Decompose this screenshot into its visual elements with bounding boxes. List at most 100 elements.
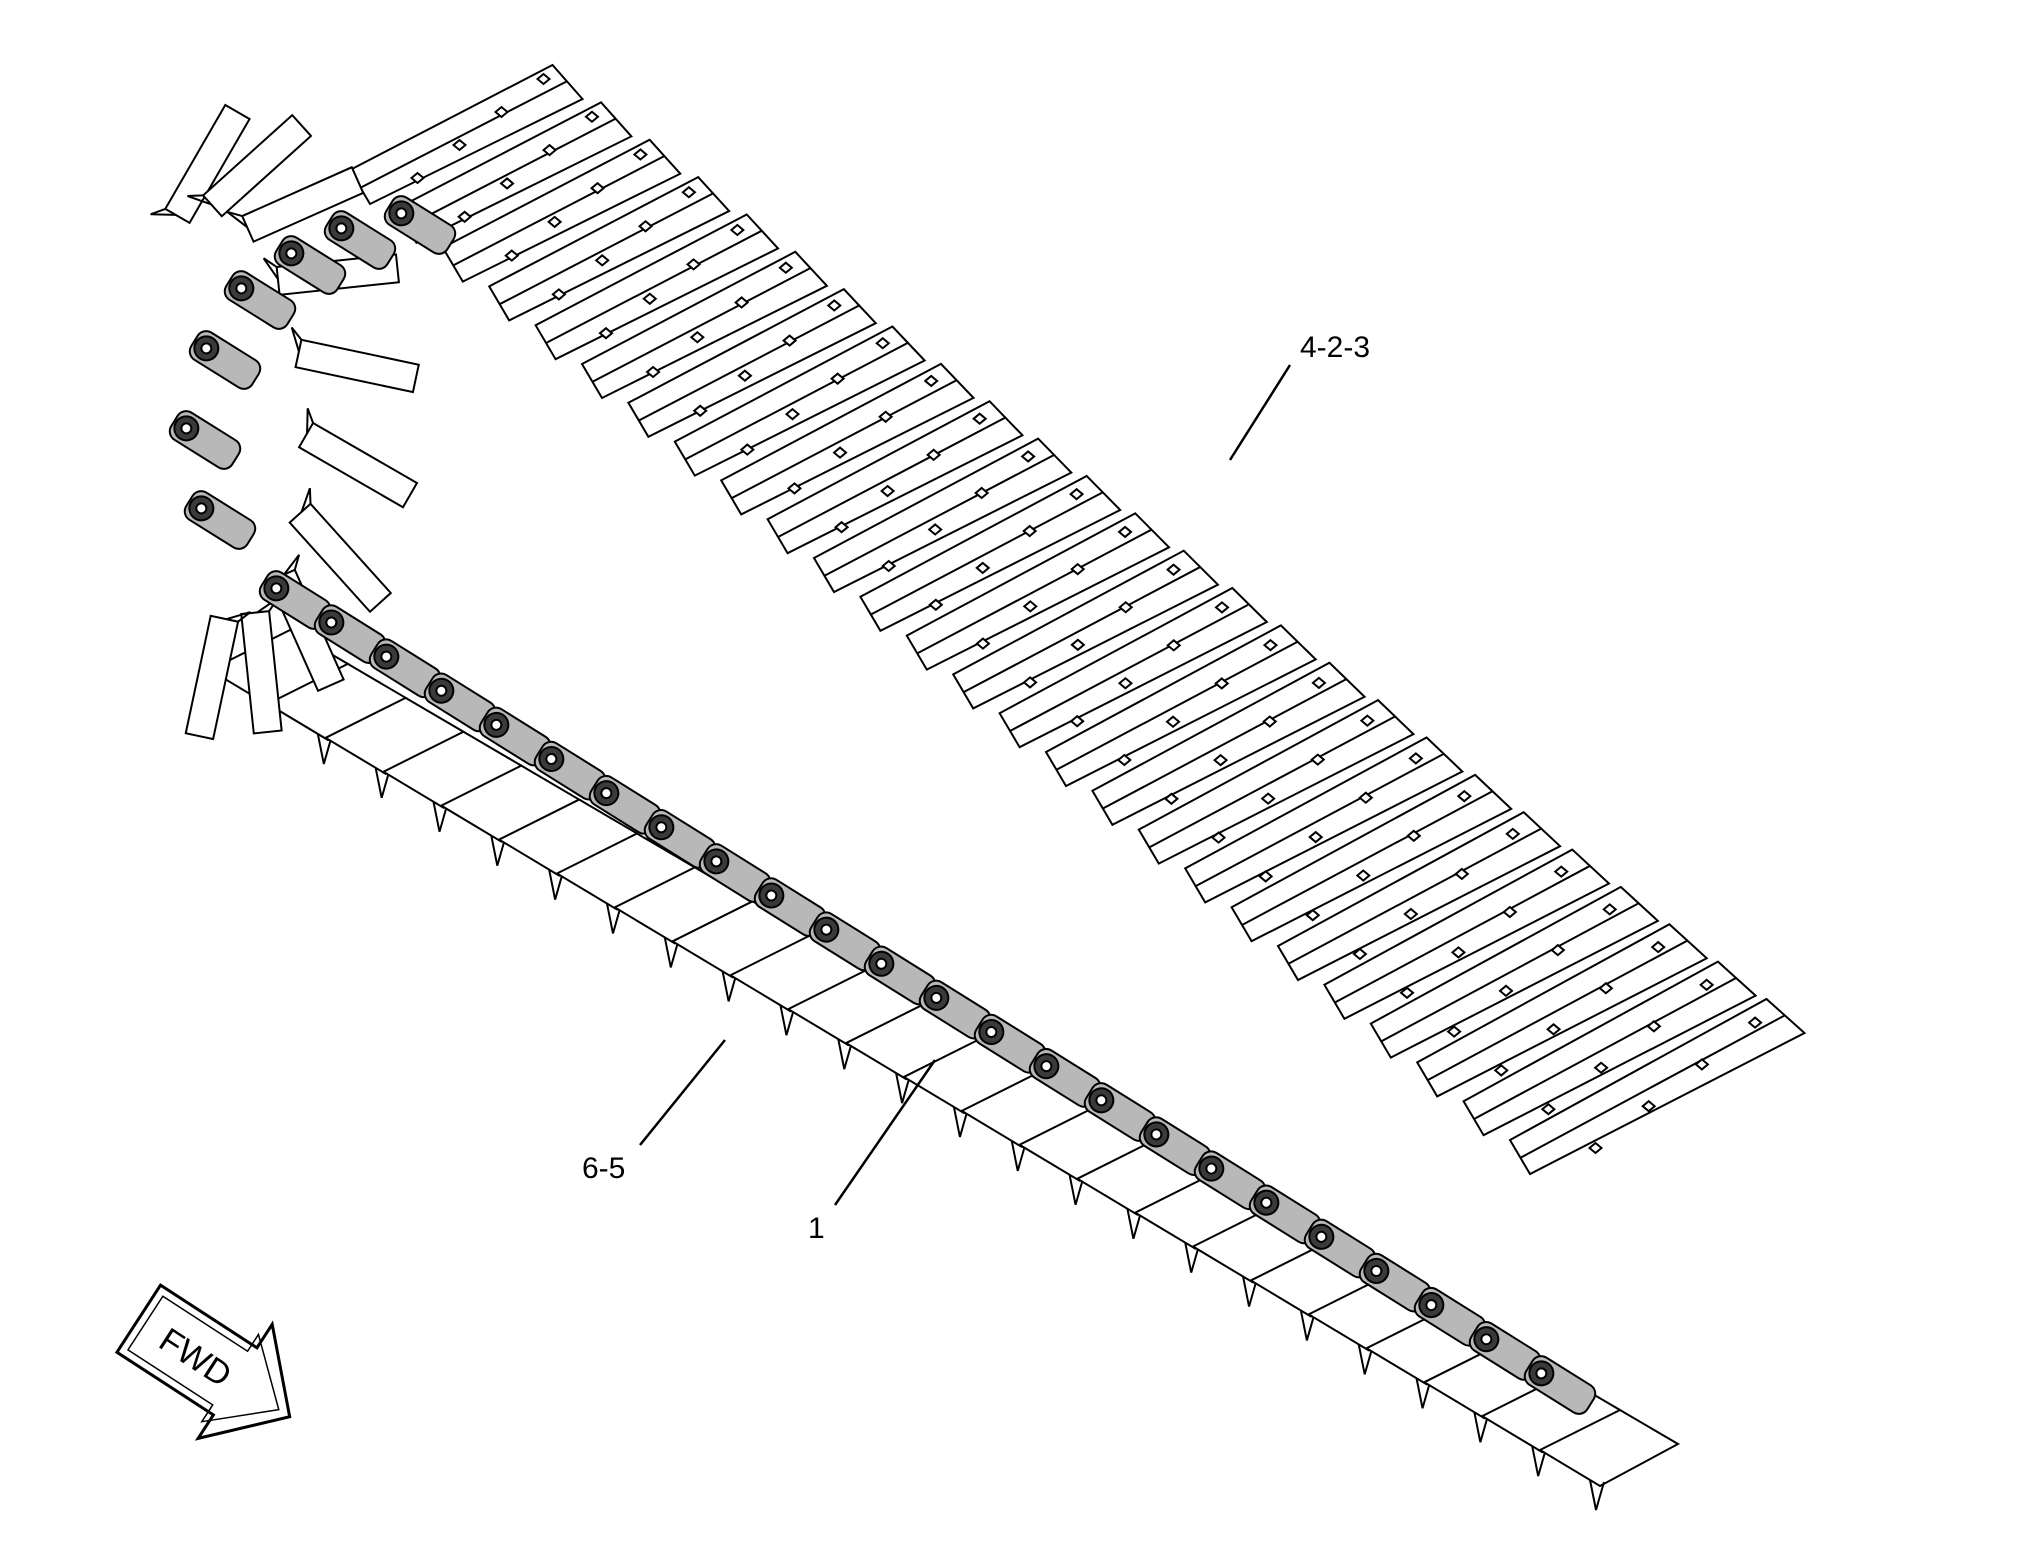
- track-shoe-upper: [859, 474, 1122, 633]
- shoe-grouser: [869, 491, 1104, 616]
- shoe-grouser: [150, 207, 176, 216]
- track-link: [1303, 1218, 1377, 1279]
- link-pin-center: [285, 247, 298, 260]
- shoe-bolt: [830, 372, 846, 385]
- fwd-arrow-icon: FWD: [114, 1283, 292, 1441]
- link-pin-center: [1315, 1230, 1328, 1243]
- track-shoe-upper: [1230, 773, 1513, 943]
- shoe-bolt: [1305, 908, 1321, 922]
- shoe-grouser: [374, 767, 391, 799]
- link-pin-center: [655, 821, 668, 834]
- track-shoe-upper: [441, 138, 682, 283]
- track-shoe-upper: [1462, 960, 1758, 1137]
- link-pin-center: [1370, 1264, 1383, 1277]
- shoe-bolt: [1403, 907, 1419, 921]
- shoe-bolt: [409, 171, 426, 185]
- shoe-bolt: [584, 110, 600, 124]
- shoe-bolt: [734, 296, 750, 309]
- shoe-grouser: [262, 257, 279, 280]
- shoe-plate: [534, 213, 780, 361]
- link-pin-center: [875, 957, 888, 970]
- link-pin-center: [820, 923, 833, 936]
- shoe-grouser: [283, 554, 301, 576]
- shoe-grouser: [1241, 789, 1494, 927]
- shoe-bolt: [972, 412, 988, 425]
- shoe-grouser: [779, 1005, 796, 1036]
- shoe-bolt: [1118, 600, 1134, 614]
- shoe-bolt: [594, 254, 610, 267]
- shoe-plate: [766, 400, 1025, 555]
- link-pin-center: [335, 222, 348, 235]
- track-link: [168, 410, 242, 470]
- shoe-bolt: [729, 223, 745, 237]
- shoe-plate: [1508, 997, 1807, 1176]
- shoe-bolt: [1553, 865, 1569, 878]
- shoe-plate: [1537, 1408, 1681, 1488]
- track-shoe-upper: [1323, 848, 1611, 1021]
- shoe-bolt: [1070, 638, 1086, 652]
- link-pin-center: [1535, 1367, 1548, 1380]
- link-pin-center: [1205, 1162, 1218, 1175]
- shoe-bolt: [1602, 903, 1618, 916]
- callout-shoe-group: 4-2-3: [1300, 331, 1370, 364]
- track-shoe-wrap: [297, 408, 419, 509]
- shoe-plate: [998, 586, 1269, 749]
- shoe-grouser: [916, 528, 1153, 655]
- shoe-plate: [441, 138, 682, 283]
- track-shoe-upper: [627, 287, 878, 439]
- shoe-plate: [859, 474, 1122, 633]
- track-link: [918, 979, 992, 1040]
- shoe-bolt: [1546, 1023, 1562, 1036]
- shoe-grouser: [290, 326, 303, 352]
- shoe-plate: [1044, 624, 1318, 788]
- shoe-bolt: [1022, 600, 1038, 613]
- shoe-bolt: [1498, 984, 1514, 998]
- shoe-bolt: [1352, 947, 1368, 961]
- track-shoe-upper: [1091, 661, 1367, 827]
- link-pin-center: [325, 616, 338, 629]
- shoe-grouser: [1009, 603, 1251, 733]
- shoe-bolt: [1650, 940, 1666, 954]
- callout-link-assembly: 1: [808, 1212, 825, 1245]
- shoe-bolt: [784, 407, 801, 421]
- shoe-bolt: [1505, 827, 1521, 841]
- shoe-bolt: [786, 482, 803, 495]
- track-shoe-upper: [395, 101, 633, 245]
- track-shoe-upper: [1276, 810, 1562, 982]
- shoe-plate: [1276, 810, 1562, 982]
- shoe-bolt: [1502, 905, 1518, 919]
- shoe-bolt: [598, 326, 614, 340]
- shoe-plate: [627, 287, 878, 439]
- shoe-bolt: [499, 177, 515, 190]
- shoe-bolt: [451, 138, 468, 152]
- track-shoe-wrap: [226, 165, 365, 243]
- shoe-bolt: [834, 520, 850, 534]
- shoe-plate: [951, 549, 1220, 710]
- shoe-grouser: [226, 611, 251, 623]
- shoe-bolt: [1116, 753, 1132, 767]
- shoe-bolt: [686, 258, 702, 271]
- shoe-grouser: [187, 194, 212, 206]
- shoe-grouser: [730, 378, 958, 500]
- shoe-grouser: [1126, 1208, 1143, 1239]
- shoe-bolt: [692, 404, 708, 418]
- track-link: [1193, 1150, 1267, 1211]
- shoe-bolt: [589, 181, 606, 195]
- track-shoe-upper: [998, 586, 1269, 749]
- shoe-bolt: [1355, 869, 1371, 882]
- shoe-bolt: [547, 215, 563, 229]
- track-shoe-upper: [905, 512, 1171, 671]
- shoe-bolt: [1699, 978, 1715, 992]
- shoe-plate: [487, 175, 731, 322]
- link-pin-center: [1095, 1094, 1108, 1107]
- shoe-plate: [294, 338, 420, 394]
- link-pin-center: [930, 991, 943, 1004]
- shoe-bolt: [975, 561, 991, 575]
- shoe-bolt: [1358, 791, 1374, 805]
- shoe-grouser: [1473, 1411, 1490, 1443]
- shoe-grouser: [591, 266, 812, 383]
- shoe-bolt: [1070, 562, 1086, 576]
- shoe-bolt: [1258, 870, 1274, 883]
- shoe-grouser: [637, 304, 861, 422]
- shoe-bolt: [535, 72, 552, 86]
